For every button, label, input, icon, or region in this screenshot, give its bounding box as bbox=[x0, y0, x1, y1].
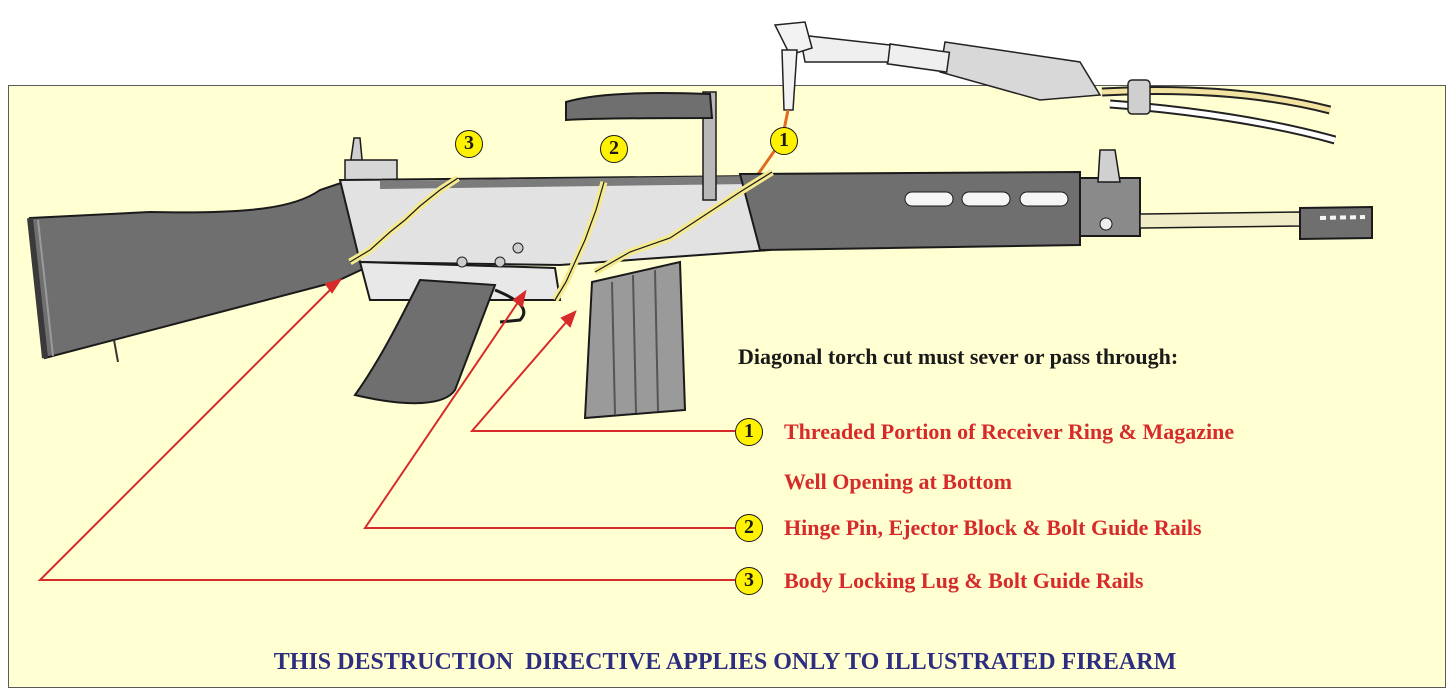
cut-label-2: Hinge Pin, Ejector Block & Bolt Guide Ra… bbox=[784, 515, 1202, 540]
cut-label-1: Threaded Portion of Receiver Ring & Maga… bbox=[784, 419, 1235, 444]
cut-marker-badge: 3 bbox=[735, 567, 763, 595]
leader-line-1 bbox=[469, 311, 735, 432]
diagram-heading: Diagonal torch cut must sever or pass th… bbox=[738, 344, 1179, 369]
torch-icon bbox=[752, 21, 1337, 181]
cut-marker-badge: 1 bbox=[770, 127, 798, 155]
cut-marker-badge: 1 bbox=[735, 418, 763, 446]
cut-marker-badge: 2 bbox=[600, 135, 628, 163]
cut-marker-badge: 3 bbox=[455, 130, 483, 158]
leader-lines bbox=[37, 278, 735, 581]
cut-marker-badge: 2 bbox=[735, 514, 763, 542]
footer-directive: THIS DESTRUCTION DIRECTIVE APPLIES ONLY … bbox=[273, 649, 1177, 675]
leader-line-3 bbox=[37, 279, 735, 581]
cut-label-3: Body Locking Lug & Bolt Guide Rails bbox=[784, 568, 1144, 593]
cut-label-1-continued: Well Opening at Bottom bbox=[784, 469, 1012, 494]
rifle-illustration bbox=[27, 91, 1373, 420]
leader-line-2 bbox=[363, 291, 735, 529]
